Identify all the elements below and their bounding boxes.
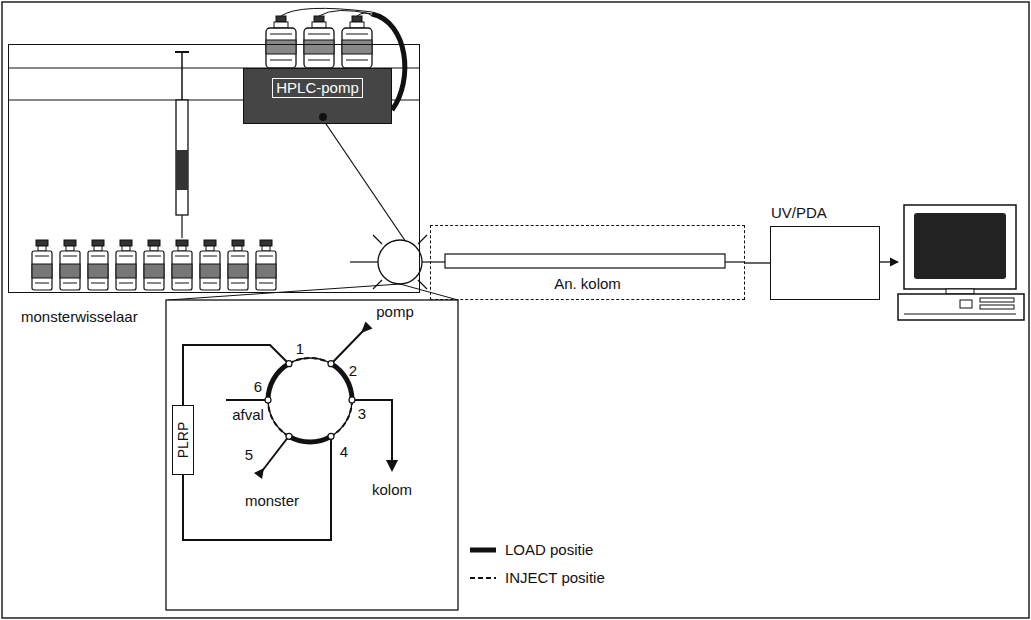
column-oven-box: An. kolom — [430, 225, 745, 300]
valve-port — [328, 433, 334, 439]
port-number: 4 — [340, 443, 348, 461]
valve-port — [286, 433, 292, 439]
bottle — [342, 16, 372, 68]
vial — [60, 240, 80, 290]
column-line — [422, 261, 445, 262]
legend-sample-solid — [470, 548, 496, 553]
box-label: PLRP — [175, 422, 192, 459]
port-number: 5 — [245, 446, 253, 464]
tube — [357, 13, 372, 16]
outlet-arrowhead — [386, 460, 398, 472]
zoom-line — [400, 284, 458, 300]
vial-rack — [32, 240, 276, 290]
computer — [898, 205, 1024, 320]
zoom-line — [168, 284, 400, 300]
bottle — [304, 16, 334, 68]
valve-ticks — [373, 235, 427, 289]
valve-channels — [265, 358, 355, 442]
vial — [144, 240, 164, 290]
line-label: afval — [232, 406, 264, 424]
vial — [172, 240, 192, 290]
vial — [256, 240, 276, 290]
precolumn-box: PLRP — [172, 405, 195, 475]
inject-channel — [289, 358, 331, 364]
box-label: monsterwisselaar — [21, 308, 138, 326]
inset-frame — [166, 300, 458, 610]
legend-text: INJECT positie — [505, 569, 605, 586]
tube — [281, 8, 372, 16]
vial — [88, 240, 108, 290]
valve-port — [328, 361, 334, 367]
inlet-arrowhead — [254, 468, 264, 479]
connector — [745, 262, 770, 263]
pump-inlet — [331, 330, 364, 364]
vial — [228, 240, 248, 290]
legend: LOAD positieINJECT positie — [505, 538, 605, 594]
inject-channel — [268, 400, 289, 436]
valve-port — [286, 361, 292, 367]
pump-box: HPLC-pomp — [243, 68, 392, 124]
line-label: kolom — [372, 481, 412, 499]
inset-plumbing — [183, 330, 392, 540]
signal-arrow — [880, 261, 898, 262]
line-label: pomp — [376, 303, 414, 321]
legend-item: LOAD positie — [505, 538, 605, 566]
tube — [319, 10, 372, 16]
box-label: HPLC-pomp — [272, 78, 363, 98]
port-number: 1 — [296, 340, 304, 358]
syringe — [175, 52, 189, 238]
load-channel — [289, 436, 331, 442]
sample-line — [350, 261, 378, 262]
port-number: 2 — [349, 362, 357, 380]
detector-box: UV/PDA — [770, 226, 880, 300]
inlet-arrowhead — [361, 322, 373, 334]
legend-sample-dashed — [470, 577, 496, 579]
legend-item: INJECT positie — [505, 566, 605, 594]
load-channel — [268, 364, 289, 400]
inject-channel — [331, 400, 352, 436]
vial — [116, 240, 136, 290]
port-number: 3 — [358, 405, 366, 423]
legend-text: LOAD positie — [505, 541, 593, 558]
line-label: monster — [245, 492, 299, 510]
vial — [200, 240, 220, 290]
pump-outlet-dot — [319, 113, 327, 121]
loop-line — [183, 436, 331, 540]
inset-valve — [268, 358, 352, 442]
box-label: An. kolom — [554, 275, 621, 293]
column-outlet — [352, 400, 392, 462]
vial — [32, 240, 52, 290]
valve — [378, 240, 422, 284]
valve-port — [349, 397, 355, 403]
bottle — [266, 16, 296, 68]
waste-outlet — [226, 399, 268, 401]
pump-line — [322, 118, 406, 242]
port-number: 6 — [254, 378, 262, 396]
box-label: UV/PDA — [771, 204, 827, 222]
column-tube — [445, 254, 725, 268]
valve-port — [265, 397, 271, 403]
column-line — [725, 261, 745, 262]
